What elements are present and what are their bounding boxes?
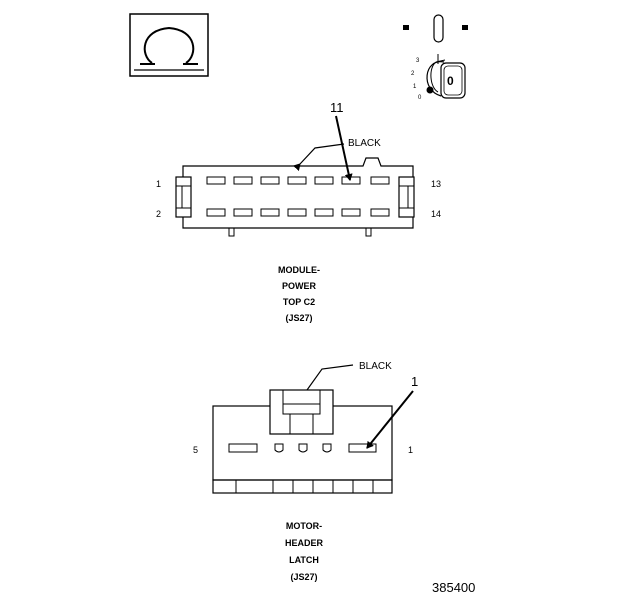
top-pin-14-label: 14 bbox=[431, 209, 441, 219]
top-callout-number: 11 bbox=[330, 100, 344, 115]
ignition-position-1: 1 bbox=[413, 84, 417, 90]
bottom-caption-line-3: LATCH bbox=[289, 555, 319, 565]
ignition-switch-icon: 3 2 1 0 0 bbox=[403, 14, 468, 101]
bottom-caption-line-1: MOTOR- bbox=[286, 521, 322, 531]
ignition-position-2: 2 bbox=[411, 71, 415, 77]
bottom-color-label: BLACK bbox=[359, 361, 392, 372]
motor-header-connector: BLACK 1 5 1 MOTOR- HEADER LATCH (JS27) bbox=[193, 361, 418, 582]
top-pin-2-label: 2 bbox=[156, 209, 161, 219]
top-color-label: BLACK bbox=[348, 138, 381, 149]
top-caption-line-3: TOP C2 bbox=[283, 297, 315, 307]
top-pin-13-label: 13 bbox=[431, 179, 441, 189]
top-caption-line-1: MODULE- bbox=[278, 265, 320, 275]
ignition-position-3: 3 bbox=[416, 58, 420, 64]
figure-number: 385400 bbox=[432, 580, 475, 595]
ignition-position-0: 0 bbox=[418, 95, 422, 101]
bottom-pin-1-label: 1 bbox=[408, 445, 413, 455]
omega-symbol-icon bbox=[129, 13, 209, 77]
top-caption-line-4: (JS27) bbox=[285, 313, 312, 323]
bottom-caption-line-2: HEADER bbox=[285, 538, 324, 548]
top-caption-line-2: POWER bbox=[282, 281, 317, 291]
top-pin-1-label: 1 bbox=[156, 179, 161, 189]
bottom-pin-5-label: 5 bbox=[193, 445, 198, 455]
bottom-caption-line-4: (JS27) bbox=[290, 572, 317, 582]
bottom-callout-number: 1 bbox=[411, 374, 418, 389]
module-power-connector: 11 BLACK 1 2 13 bbox=[156, 100, 441, 323]
ignition-key-label: 0 bbox=[447, 74, 454, 88]
